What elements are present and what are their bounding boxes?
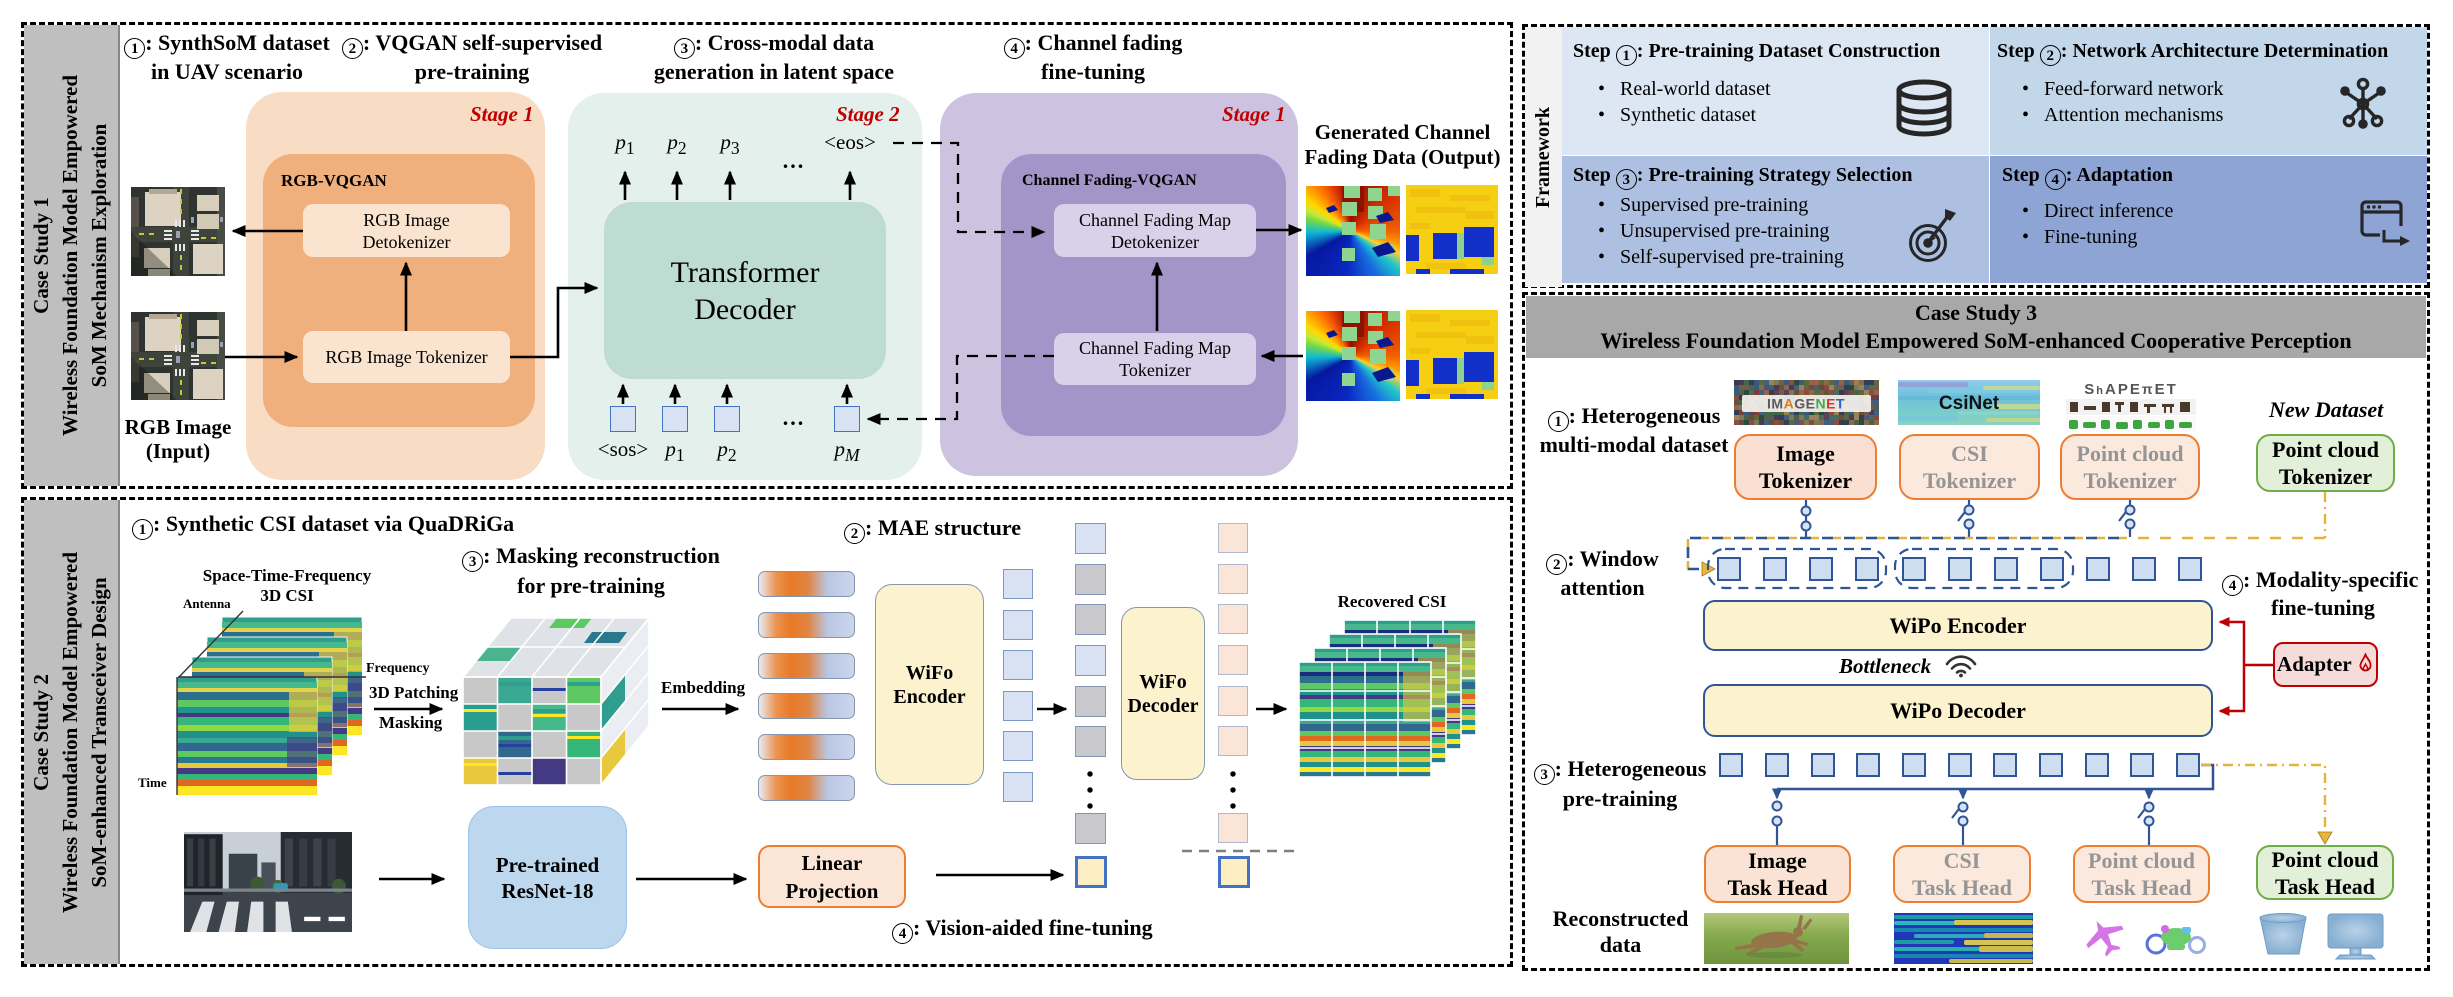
svg-text:CsiNet: CsiNet <box>1939 393 2000 414</box>
svg-text:IMAGENET: IMAGENET <box>1767 396 1845 412</box>
svg-text:ShAPEπET: ShAPEπET <box>2084 381 2177 398</box>
